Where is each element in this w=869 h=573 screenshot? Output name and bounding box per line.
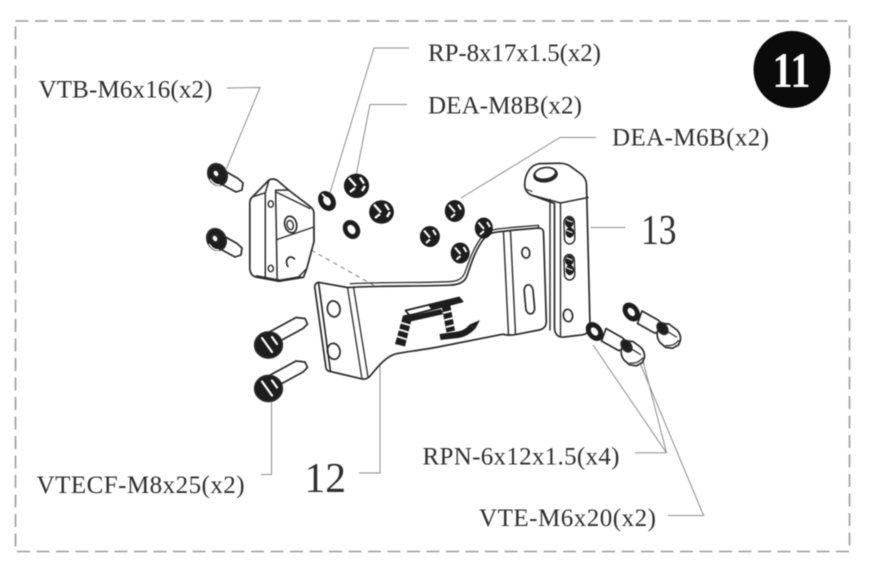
svg-text:VTE-M6x20(x2): VTE-M6x20(x2)	[479, 505, 656, 532]
svg-text:11: 11	[773, 42, 811, 98]
svg-text:DEA-M6B(x2): DEA-M6B(x2)	[612, 125, 769, 152]
svg-text:13: 13	[641, 208, 677, 254]
svg-text:RP-8x17x1.5(x2): RP-8x17x1.5(x2)	[428, 40, 601, 67]
svg-text:VTECF-M8x25(x2): VTECF-M8x25(x2)	[37, 472, 245, 499]
svg-text:DEA-M8B(x2): DEA-M8B(x2)	[428, 93, 582, 120]
svg-text:RPN-6x12x1.5(x4): RPN-6x12x1.5(x4)	[423, 444, 620, 471]
svg-text:VTB-M6x16(x2): VTB-M6x16(x2)	[39, 77, 213, 104]
svg-text:12: 12	[305, 456, 347, 502]
